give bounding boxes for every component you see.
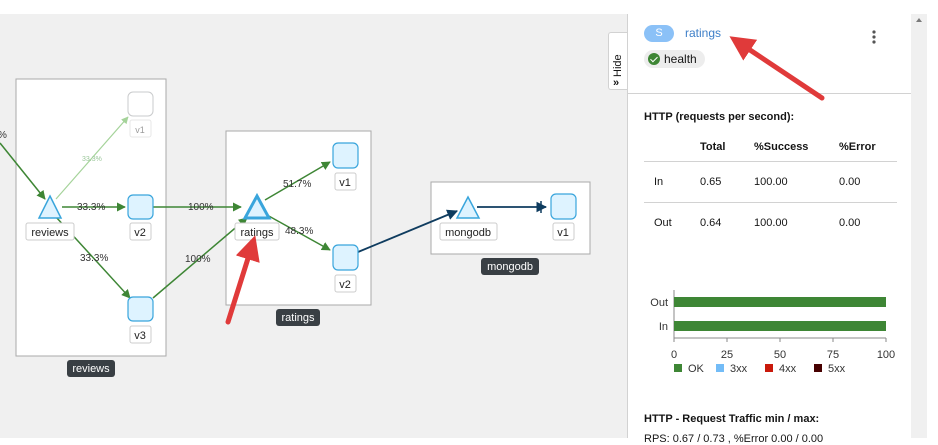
panel-scrollbar[interactable] — [911, 14, 927, 438]
legend-label-4xx: 4xx — [779, 363, 797, 375]
table-row: Out 0.64 100.00 0.00 — [644, 203, 897, 244]
edge-ratings-v2-mongodb[interactable] — [357, 209, 458, 253]
app-box-label: reviews — [72, 363, 110, 375]
service-triangle-icon — [455, 195, 481, 219]
edge-label-reviews-v2: 33.3% — [77, 202, 105, 213]
edge-label-v2-ratings: 100% — [188, 202, 214, 213]
traffic-min-max-line: RPS: 0.67 / 0.73 , %Error 0.00 / 0.00 — [644, 433, 824, 445]
node-label: reviews — [31, 227, 69, 239]
legend-label-ok: OK — [688, 363, 705, 375]
service-triangle-icon — [242, 192, 272, 220]
service-name-link[interactable]: ratings — [685, 26, 722, 40]
table-cell: 100.00 — [754, 217, 788, 229]
bar-ok-in[interactable] — [674, 321, 886, 331]
node-label: v1 — [339, 177, 351, 189]
x-tick-label: 75 — [827, 349, 839, 361]
legend-label-3xx: 3xx — [730, 363, 748, 375]
edge-ratings-v1[interactable] — [264, 161, 331, 201]
table-cell: 0.64 — [700, 217, 722, 229]
x-tick-label: 50 — [774, 349, 786, 361]
node-label: ratings — [240, 227, 274, 239]
edge-label-ratings-v1: 51.7% — [283, 179, 311, 190]
y-category-label: Out — [650, 297, 668, 309]
node-reviews-v1[interactable]: v1 — [127, 91, 154, 138]
health-badge[interactable]: health — [644, 50, 705, 68]
table-cell: 0.00 — [839, 161, 897, 203]
node-reviews-v3[interactable]: v3 — [127, 296, 154, 344]
check-circle-icon — [648, 53, 660, 65]
health-label: health — [664, 52, 697, 66]
legend-swatch-ok — [674, 364, 682, 372]
node-label: mongodb — [445, 227, 491, 239]
node-ratings-v2[interactable]: v2 — [332, 244, 359, 293]
table-cell: 0.65 — [700, 161, 754, 203]
x-tick-label: 25 — [721, 349, 733, 361]
edge-mongodb-v1[interactable] — [477, 201, 548, 213]
service-badge: S — [644, 25, 674, 42]
legend-swatch-5xx — [814, 364, 822, 372]
node-ratings-v1[interactable]: v1 — [332, 142, 359, 191]
http-rates-table: Total %Success %Error In 0.65 100.00 0.0… — [644, 133, 897, 243]
legend-swatch-3xx — [716, 364, 724, 372]
panel-header: S ratings health — [628, 14, 912, 94]
double-chevron-right-icon: » — [613, 77, 620, 89]
table-cell: Out — [654, 217, 672, 229]
edge-incoming-reviews[interactable] — [0, 142, 46, 200]
edge-reviews-v1[interactable] — [55, 116, 129, 200]
edge-label-ratings-v2: 48.3% — [285, 226, 313, 237]
edge-label-reviews-v1: 33.3% — [82, 156, 102, 163]
service-triangle-icon — [37, 194, 63, 219]
bar-ok-out[interactable] — [674, 297, 886, 307]
x-tick-label: 0 — [671, 349, 677, 361]
node-mongodb-v1[interactable]: v1 — [550, 193, 577, 241]
kebab-menu-icon[interactable] — [868, 29, 880, 45]
traffic-section-title: HTTP - Request Traffic min / max: — [644, 413, 820, 425]
edge-label-v3-ratings: 100% — [185, 254, 211, 265]
edge-ratings-v2[interactable] — [266, 214, 331, 251]
node-label: v3 — [134, 330, 146, 342]
node-label: v1 — [557, 227, 569, 239]
app-box-label: mongodb — [487, 261, 533, 273]
table-cell: In — [644, 161, 700, 203]
service-details-panel: S ratings health HTTP (requests per seco… — [627, 14, 912, 445]
node-mongodb[interactable]: mongodb — [439, 195, 498, 241]
edge-label-reviews-v3: 33.3% — [80, 253, 108, 264]
column-header: %Success — [754, 133, 839, 162]
legend-label-5xx: 5xx — [828, 363, 846, 375]
column-header: Total — [700, 133, 754, 162]
table-cell: 100.00 — [754, 161, 839, 203]
column-header — [644, 133, 700, 162]
y-category-label: In — [659, 321, 668, 333]
node-reviews-v2[interactable]: v2 — [127, 194, 154, 241]
node-label: v2 — [134, 227, 146, 239]
scroll-up-arrow-icon[interactable] — [916, 18, 922, 22]
node-reviews[interactable]: reviews — [25, 194, 75, 241]
app-box-label: ratings — [281, 312, 315, 324]
hide-panel-tab[interactable]: » Hide — [608, 32, 627, 90]
http-section-title: HTTP (requests per second): — [644, 111, 795, 123]
table-row: In 0.65 100.00 0.00 — [644, 161, 897, 203]
column-header: %Error — [839, 133, 897, 162]
table-header-row: Total %Success %Error — [644, 133, 897, 162]
hide-panel-label: Hide — [612, 54, 624, 77]
legend-swatch-4xx — [765, 364, 773, 372]
node-label: v2 — [339, 279, 351, 291]
table-cell: 0.00 — [839, 217, 861, 229]
edge-label-incoming: % — [0, 130, 7, 141]
node-label: v1 — [135, 125, 145, 135]
edge-v3-ratings[interactable] — [152, 217, 248, 299]
annotation-arrow-ratings-node — [225, 235, 260, 325]
x-tick-label: 100 — [877, 349, 895, 361]
